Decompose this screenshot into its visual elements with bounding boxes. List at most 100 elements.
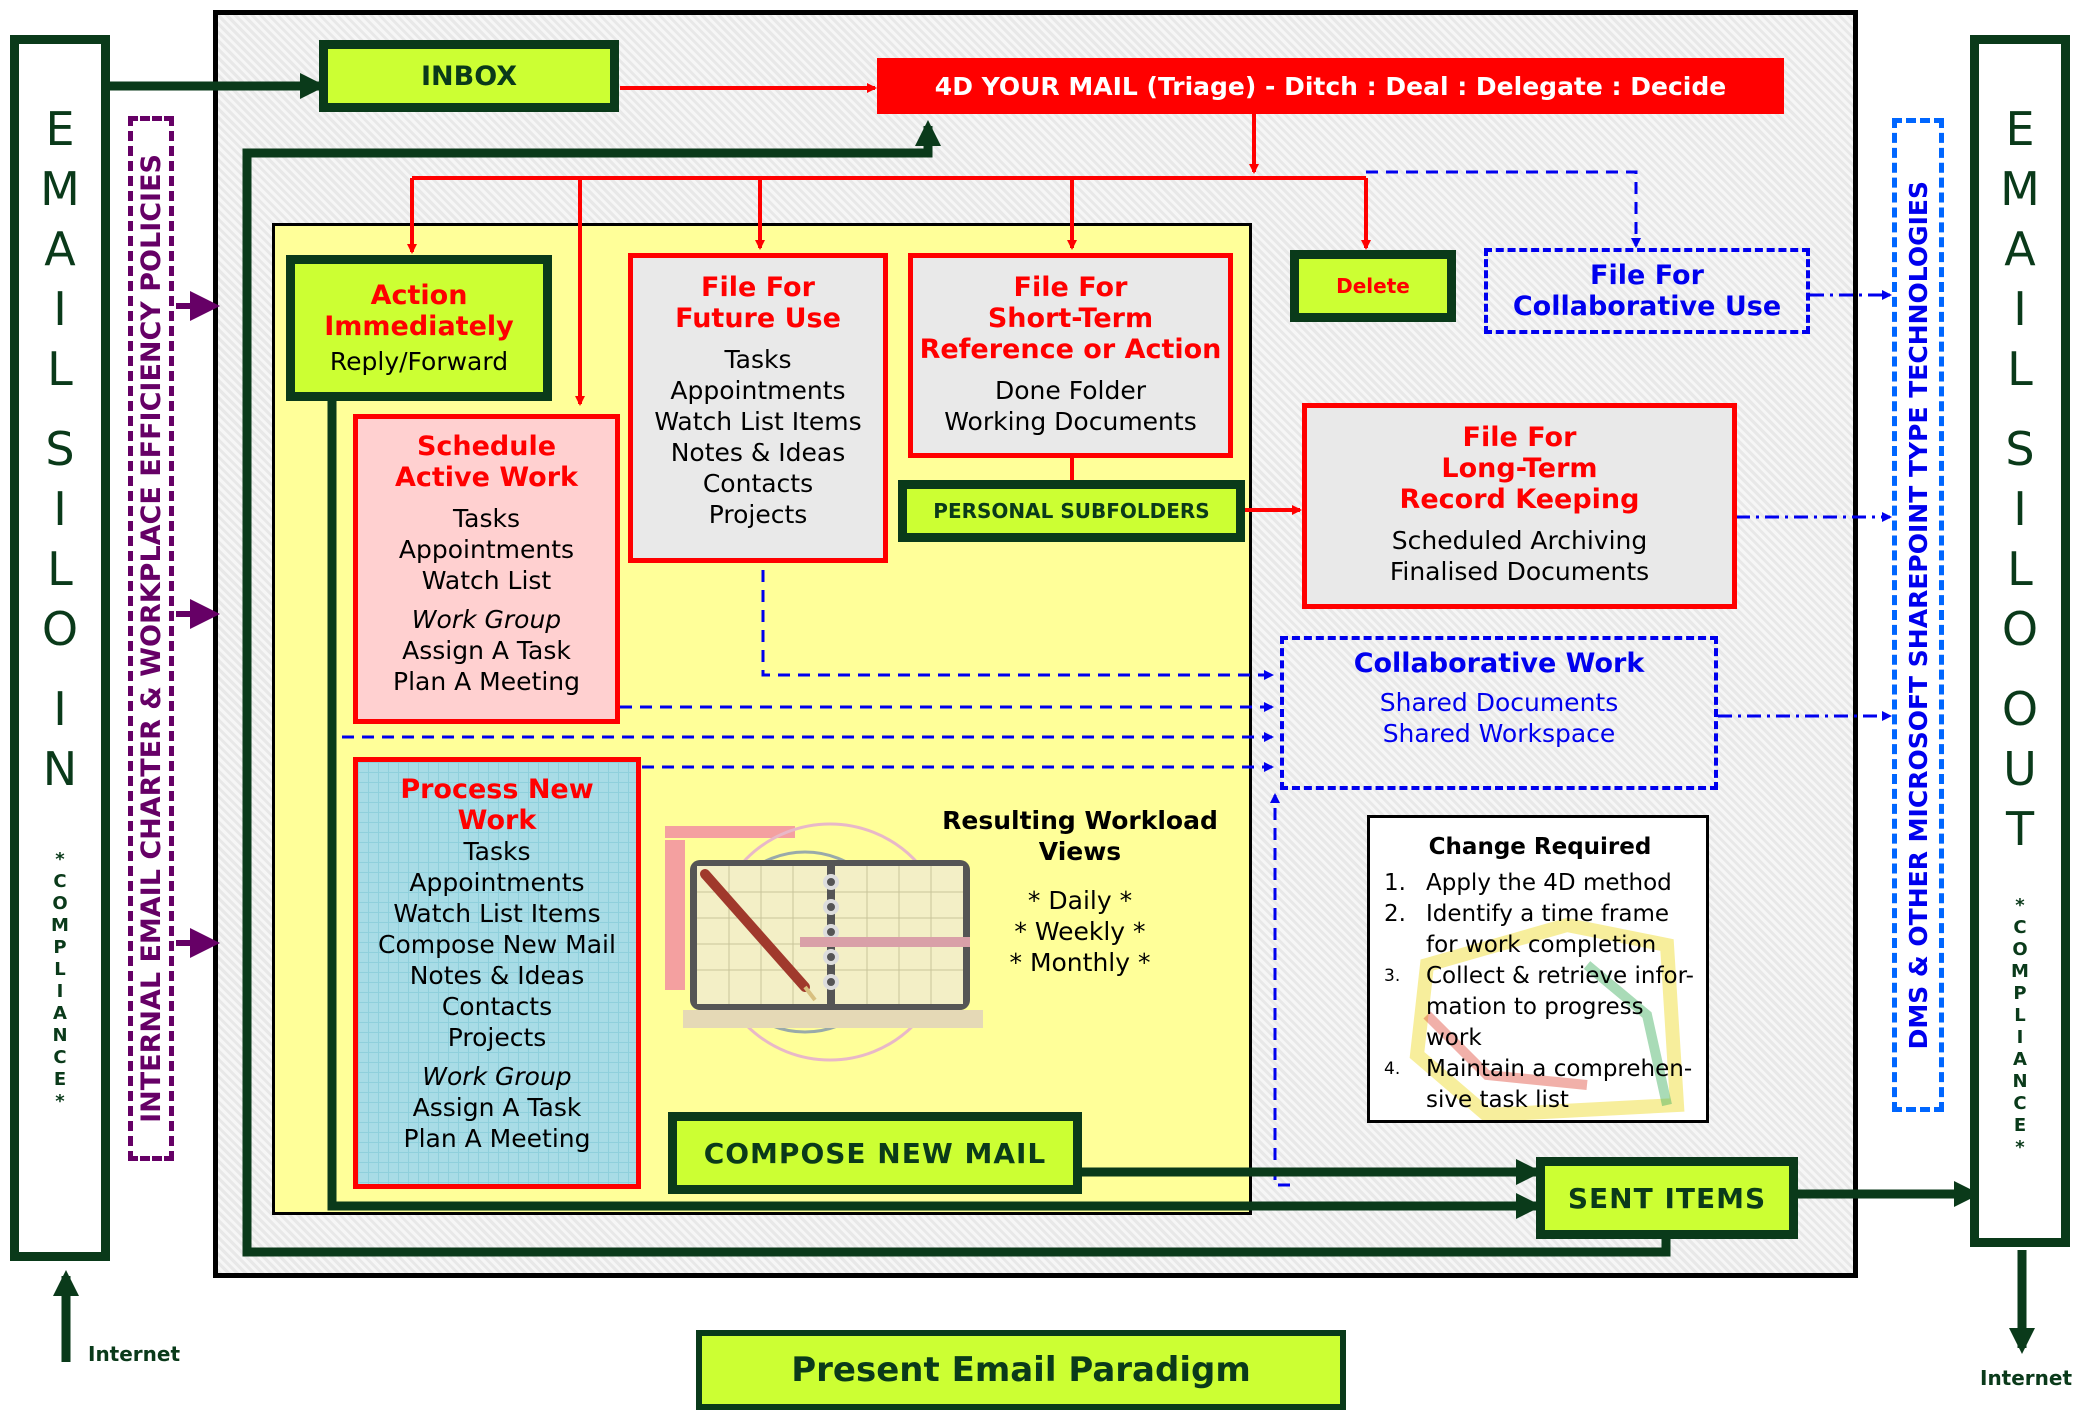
silo-letter: A bbox=[2004, 222, 2036, 276]
silo-letter: L bbox=[2007, 542, 2033, 596]
compliance-char: E bbox=[53, 1069, 67, 1090]
process-item: Compose New Mail bbox=[378, 930, 616, 959]
delete-box: Delete bbox=[1290, 250, 1456, 322]
compliance-char: C bbox=[2013, 917, 2027, 938]
workload-title: Views bbox=[1038, 837, 1122, 866]
collab-work-title: Collaborative Work bbox=[1353, 648, 1645, 679]
collab-use-title: Collaborative Use bbox=[1512, 291, 1782, 322]
silo-letter: U bbox=[2003, 742, 2037, 796]
triage-label: 4D YOUR MAIL (Triage) - Ditch : Deal : D… bbox=[934, 71, 1727, 101]
future-use-box: File For Future Use Tasks Appointments W… bbox=[628, 253, 888, 563]
short-term-box: File For Short-Term Reference or Action … bbox=[908, 253, 1233, 458]
compliance-char: M bbox=[2011, 961, 2029, 982]
future-item: Watch List Items bbox=[654, 407, 862, 436]
inbox-label: INBOX bbox=[420, 60, 518, 92]
action-sub: Reply/Forward bbox=[329, 346, 509, 376]
schedule-item: Assign A Task bbox=[402, 636, 571, 665]
compliance-char: E bbox=[2013, 1115, 2027, 1136]
schedule-item: Appointments bbox=[398, 535, 575, 564]
change-number: 3. bbox=[1384, 966, 1401, 986]
compliance-char: P bbox=[53, 937, 67, 958]
silo-letter: I bbox=[53, 682, 67, 736]
process-item: Notes & Ideas bbox=[409, 961, 585, 990]
personal-subfolders-label: PERSONAL SUBFOLDERS bbox=[933, 499, 1210, 523]
change-number: 4. bbox=[1384, 1059, 1401, 1079]
silo-letter: M bbox=[2000, 162, 2040, 216]
silo-letter: E bbox=[45, 102, 75, 156]
silo-letter: E bbox=[2005, 102, 2035, 156]
process-item: Tasks bbox=[463, 837, 531, 866]
change-number: 1. bbox=[1384, 870, 1406, 896]
silo-letter: I bbox=[53, 282, 67, 336]
longterm-item: Finalised Documents bbox=[1389, 557, 1650, 586]
schedule-active-work-box: Schedule Active Work Tasks Appointments … bbox=[353, 414, 620, 724]
planner-illustration bbox=[665, 812, 985, 1072]
workload-views: Resulting Workload Views * Daily * * Wee… bbox=[940, 805, 1220, 985]
triage-bar: 4D YOUR MAIL (Triage) - Ditch : Deal : D… bbox=[877, 58, 1784, 114]
schedule-title: Schedule bbox=[416, 431, 557, 462]
internet-out-label: Internet bbox=[1980, 1366, 2073, 1390]
compliance-char: L bbox=[2014, 1005, 2026, 1026]
collaborative-work-box: Collaborative Work Shared Documents Shar… bbox=[1280, 636, 1718, 790]
change-item: 4. Maintain a comprehen-sive task list bbox=[1384, 1054, 1696, 1116]
silo-letter: L bbox=[2007, 342, 2033, 396]
collab-work-item: Shared Documents bbox=[1379, 688, 1619, 717]
future-title: File For bbox=[701, 272, 815, 303]
silo-letter: L bbox=[47, 542, 73, 596]
schedule-title: Active Work bbox=[394, 462, 578, 493]
change-title: Change Required bbox=[1428, 834, 1652, 860]
short-title: Reference or Action bbox=[919, 334, 1222, 365]
longterm-item: Scheduled Archiving bbox=[1391, 526, 1648, 555]
footer-title-box: Present Email Paradigm bbox=[696, 1330, 1346, 1410]
workload-title: Resulting Workload bbox=[942, 806, 1218, 835]
change-item: 3. Collect & retrieve infor-mation to pr… bbox=[1384, 961, 1696, 1054]
change-text: Identify a time frame for work completio… bbox=[1426, 901, 1670, 958]
future-item: Projects bbox=[708, 500, 808, 529]
longterm-title: File For bbox=[1462, 422, 1577, 453]
future-title: Future Use bbox=[675, 303, 841, 334]
workload-item: * Monthly * bbox=[1009, 948, 1151, 977]
silo-letter: O bbox=[2001, 602, 2039, 656]
compliance-char: P bbox=[2013, 983, 2027, 1004]
silo-letter: S bbox=[2005, 422, 2035, 476]
compliance-char: C bbox=[53, 1047, 67, 1068]
silo-letter: N bbox=[42, 742, 78, 796]
silo-letter: I bbox=[53, 482, 67, 536]
workload-item: * Daily * bbox=[1027, 886, 1133, 915]
change-text: Collect & retrieve infor-mation to progr… bbox=[1426, 963, 1694, 1051]
footer-title: Present Email Paradigm bbox=[791, 1350, 1251, 1390]
personal-subfolders-box: PERSONAL SUBFOLDERS bbox=[898, 480, 1245, 542]
future-item: Notes & Ideas bbox=[670, 438, 846, 467]
change-item: 1. Apply the 4D method bbox=[1384, 868, 1696, 899]
technology-banner: DMS & OTHER MICROSOFT SHAREPOINT TYPE TE… bbox=[1892, 118, 1944, 1112]
silo-letter: A bbox=[44, 222, 76, 276]
change-text: Maintain a comprehen-sive task list bbox=[1426, 1056, 1693, 1113]
future-item: Appointments bbox=[670, 376, 846, 405]
compliance-char: * bbox=[55, 849, 65, 870]
collab-use-title: File For bbox=[1590, 260, 1704, 291]
longterm-title: Record Keeping bbox=[1399, 484, 1640, 515]
compliance-char: O bbox=[2012, 939, 2028, 960]
longterm-title: Long-Term bbox=[1441, 453, 1598, 484]
short-title: Short-Term bbox=[987, 303, 1154, 334]
compliance-char: I bbox=[56, 981, 64, 1002]
short-item: Working Documents bbox=[944, 407, 1197, 436]
process-title: Work bbox=[457, 805, 537, 836]
silo-letter: S bbox=[45, 422, 75, 476]
process-item: Appointments bbox=[409, 868, 585, 897]
compliance-char: * bbox=[2015, 895, 2025, 916]
process-item: Projects bbox=[447, 1023, 547, 1052]
email-silo-in: E M A I L S I L O I N * C O M P L I A N … bbox=[10, 35, 110, 1261]
schedule-item: Watch List bbox=[421, 566, 552, 595]
future-item: Contacts bbox=[702, 469, 814, 498]
action-immediately-box: Action Immediately Reply/Forward bbox=[286, 255, 552, 401]
change-text: Apply the 4D method bbox=[1426, 870, 1672, 896]
policy-banner: INTERNAL EMAIL CHARTER & WORKPLACE EFFIC… bbox=[128, 116, 174, 1161]
workload-item: * Weekly * bbox=[1014, 917, 1146, 946]
short-item: Done Folder bbox=[995, 376, 1146, 405]
change-graphic bbox=[1409, 917, 1685, 1120]
silo-letter: L bbox=[47, 342, 73, 396]
schedule-item: Plan A Meeting bbox=[393, 667, 580, 696]
compose-new-mail-box: COMPOSE NEW MAIL bbox=[668, 1112, 1082, 1194]
